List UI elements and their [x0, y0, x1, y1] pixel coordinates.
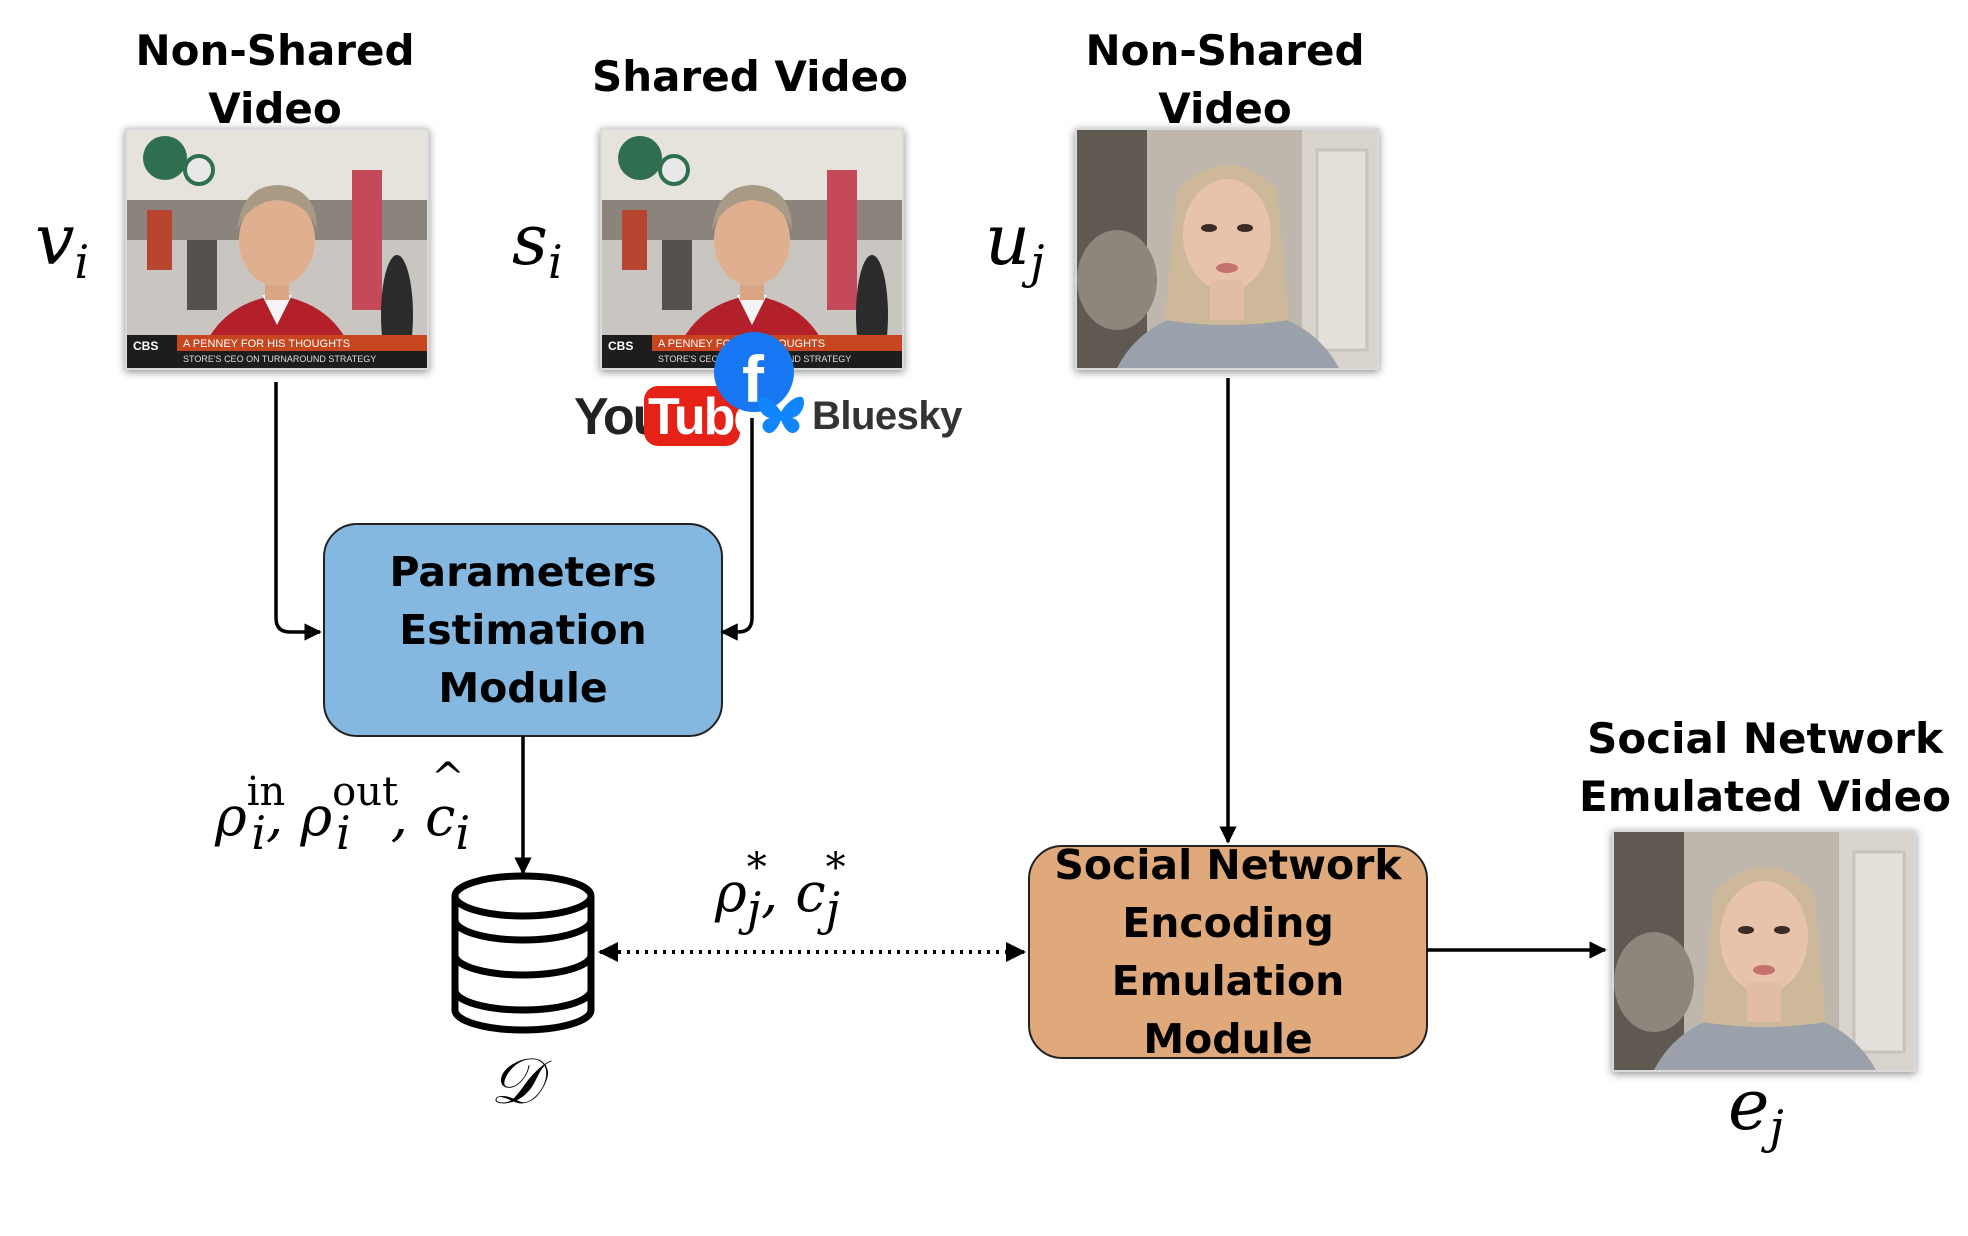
nonshared-video-title-left: Non-Shared Video — [135, 26, 415, 133]
bluesky-logo-text: Bluesky — [812, 394, 962, 438]
svg-text:CBS: CBS — [133, 339, 158, 353]
bluesky-butterfly-icon — [756, 392, 806, 442]
emulated-video-thumbnail — [1612, 830, 1916, 1072]
parameters-estimation-module: Parameters Estimation Module — [323, 523, 723, 737]
svg-text:f: f — [742, 342, 765, 414]
facebook-logo: f — [712, 330, 796, 418]
svg-text:A PENNEY FOR HIS THOUGHTS: A PENNEY FOR HIS THOUGHTS — [183, 338, 350, 350]
svg-text:STORE'S CEO ON TURNAROUND STRA: STORE'S CEO ON TURNAROUND STRATEGY — [183, 354, 376, 364]
nonshared-video-thumbnail-right — [1075, 128, 1379, 370]
svg-text:CBS: CBS — [608, 339, 633, 353]
symbol-v-i: vi — [35, 199, 90, 289]
database-icon — [450, 870, 596, 1040]
nonshared-video-thumbnail-left: CBS A PENNEY FOR HIS THOUGHTS STORE'S CE… — [125, 128, 429, 370]
symbol-u-j: uj — [985, 199, 1045, 289]
symbol-s-i: si — [512, 199, 563, 289]
nonshared-video-title-right: Non-Shared Video — [1085, 26, 1365, 133]
arrow-nonshared-to-estimation — [274, 382, 322, 641]
database-symbol: 𝒟 — [490, 1045, 542, 1119]
symbol-e-j: ej — [1728, 1064, 1784, 1154]
emulated-video-title: Social Network Emulated Video — [1579, 714, 1951, 821]
arrow-shared-to-estimation — [720, 418, 754, 641]
selected-parameters-label: ρ*j, c*j — [715, 845, 846, 936]
estimated-parameters-label: ρini, ρouti, ci — [215, 758, 470, 856]
social-network-encoding-emulation-module: Social Network Encoding Emulation Module — [1028, 841, 1428, 1063]
shared-video-title: Shared Video — [592, 52, 908, 101]
